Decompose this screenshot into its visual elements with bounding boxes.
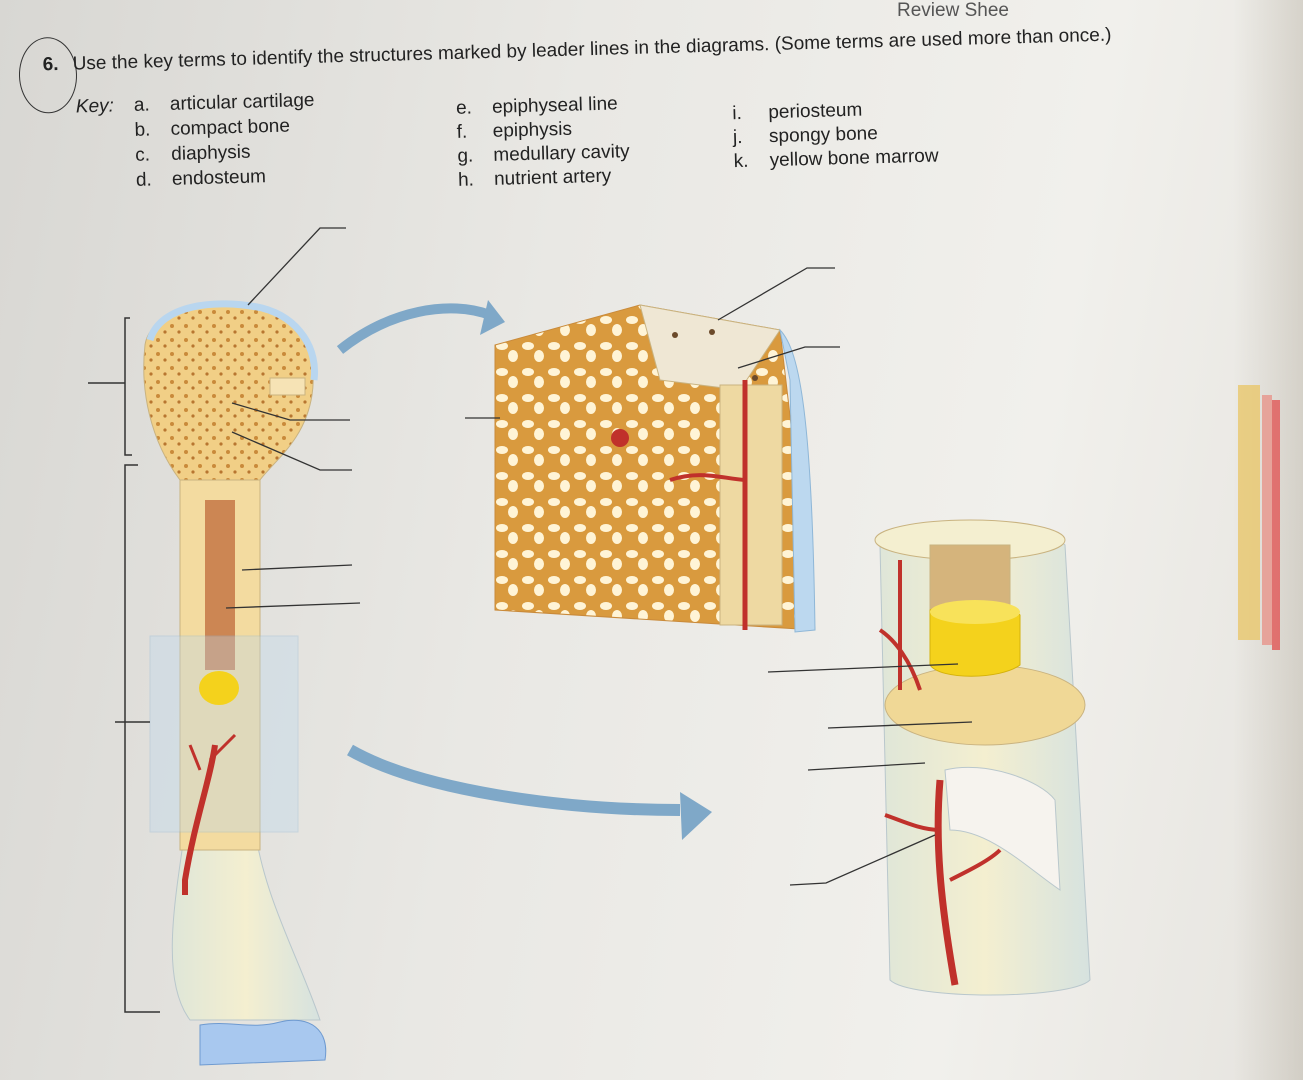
bracket-lines xyxy=(88,317,160,1013)
articular-cartilage xyxy=(146,300,319,381)
page-tab-yellow xyxy=(1238,385,1260,640)
page-tab-red xyxy=(1272,400,1280,650)
spongy-bone-block xyxy=(494,304,816,633)
shaft-cross-section xyxy=(874,519,1091,996)
magnification-box xyxy=(149,635,299,833)
nutrient-artery-large xyxy=(934,779,959,986)
leader-lines-middle xyxy=(465,267,840,419)
long-bone xyxy=(143,300,327,1066)
arrow-to-spongy xyxy=(336,303,492,354)
yellow-marrow-small xyxy=(199,671,239,705)
page-tab-pink xyxy=(1262,395,1272,645)
red-marrow-dot xyxy=(611,429,629,447)
medullary-cavity-texture xyxy=(205,500,235,670)
leader-lines-left xyxy=(225,227,361,609)
leader-lines-right xyxy=(767,663,973,886)
distal-cartilage xyxy=(199,1019,327,1066)
page-header: Review Shee xyxy=(897,0,1009,21)
periosteum-layer xyxy=(779,328,816,633)
endosteum-flap xyxy=(944,766,1061,891)
arrow-to-shaft xyxy=(347,744,681,816)
